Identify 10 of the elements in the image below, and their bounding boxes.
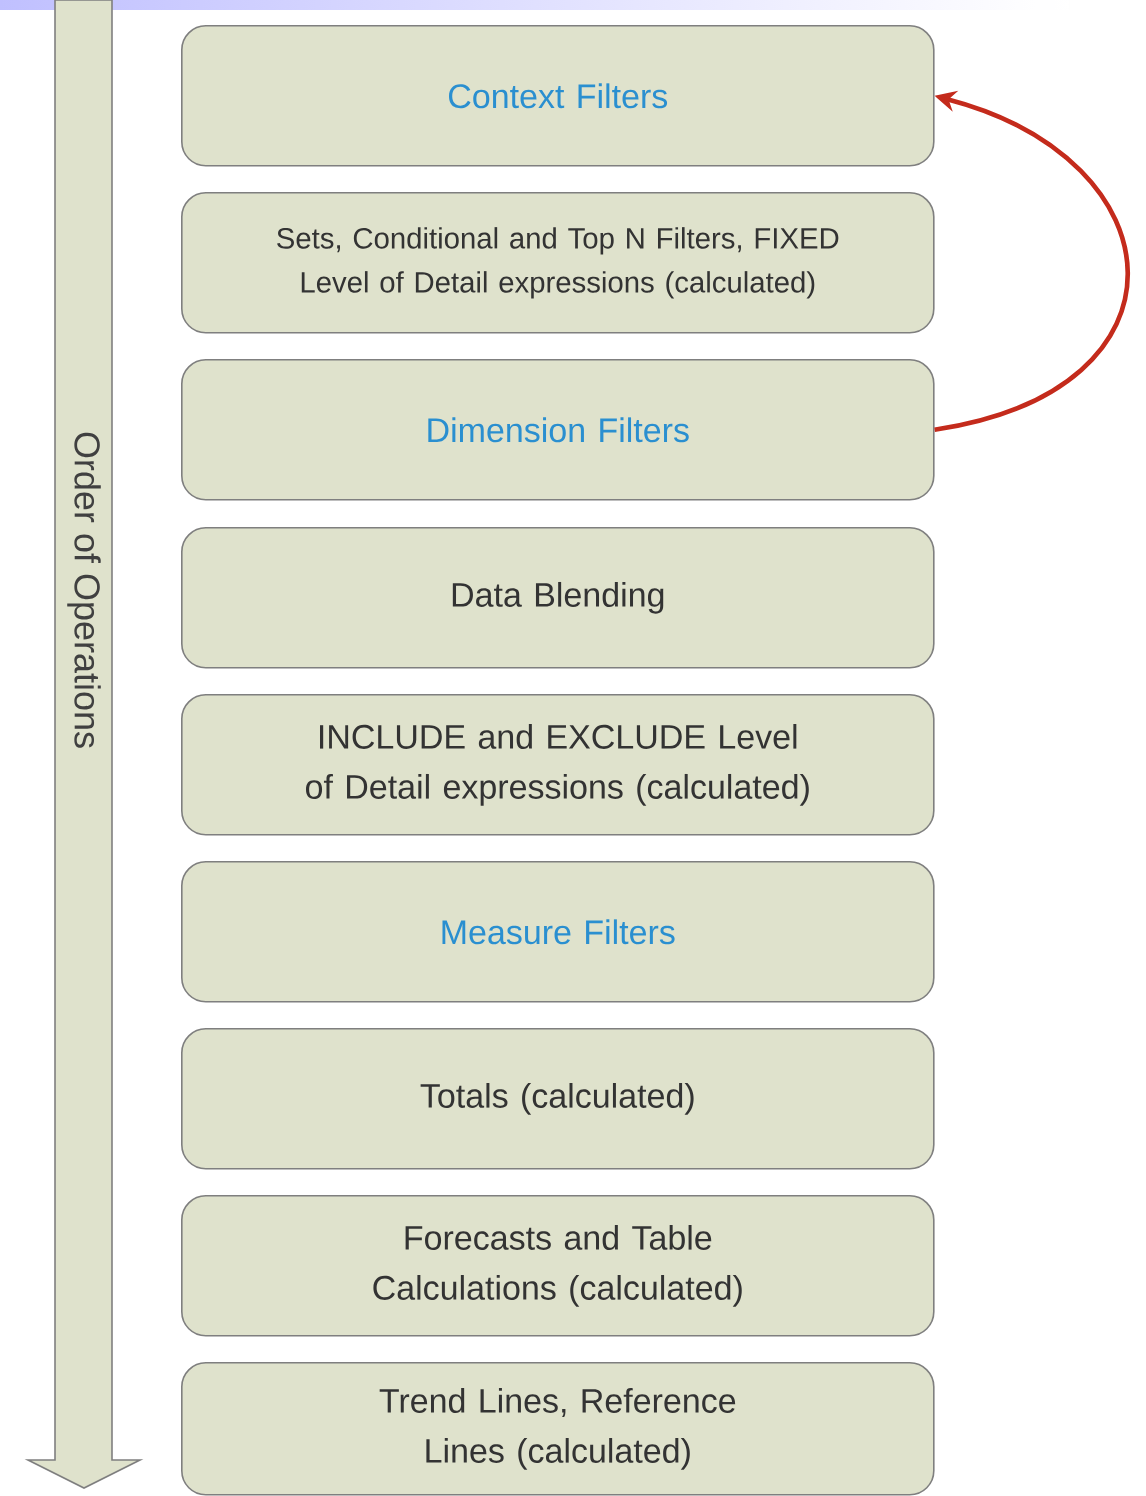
step-box: Measure Filters [181, 861, 935, 1003]
step-box: Dimension Filters [181, 359, 935, 501]
step-box: Forecasts and Table Calculations (calculated) [181, 1195, 935, 1337]
axis-label: Order of Operations [67, 432, 101, 748]
step-box: Totals (calculated) [181, 1028, 935, 1170]
step-box: INCLUDE and EXCLUDE Level of Detail expressions (calculated) [181, 694, 935, 836]
step-box: Trend Lines, Reference Lines (calculated) [181, 1362, 935, 1496]
step-box: Sets, Conditional and Top N Filters, FIXED Level of Detail expressions (calculated) [181, 192, 935, 334]
step-box: Data Blending [181, 527, 935, 669]
step-box: Context Filters [181, 25, 935, 167]
